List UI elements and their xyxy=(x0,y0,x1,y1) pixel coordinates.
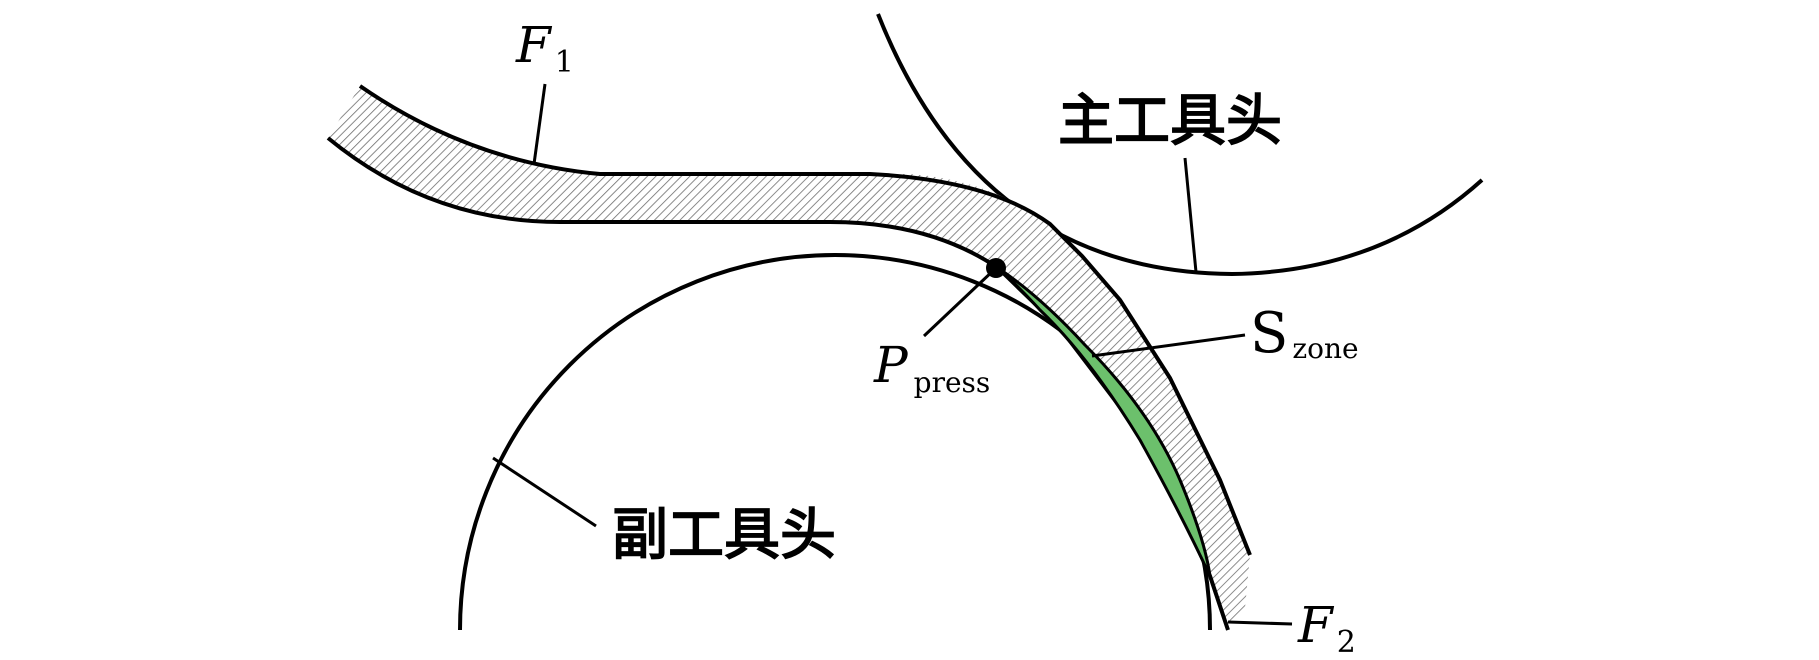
secondary-tool-head-leader xyxy=(492,456,597,528)
f1-subscript: 1 xyxy=(555,45,574,80)
sheet-lower-edge xyxy=(326,136,1000,270)
f1-leader xyxy=(532,83,547,165)
main-tool-head-leader xyxy=(1183,157,1198,273)
main-tool-head-arc xyxy=(876,13,1484,277)
deformation-zone xyxy=(997,266,1212,577)
s-zone-leader xyxy=(1091,333,1246,358)
p-press-subscript: press xyxy=(914,366,991,399)
sheet-upper-edge xyxy=(358,84,1252,556)
f2-leader xyxy=(1227,620,1293,626)
secondary-tool-head-label: 副工具头 xyxy=(612,503,836,568)
f2-subscript: 2 xyxy=(1337,625,1356,660)
sheet-strip xyxy=(328,86,1250,630)
p-press-leader xyxy=(922,266,998,338)
main-tool-head-label: 主工具头 xyxy=(1058,89,1282,154)
s-zone-subscript: zone xyxy=(1292,332,1358,365)
